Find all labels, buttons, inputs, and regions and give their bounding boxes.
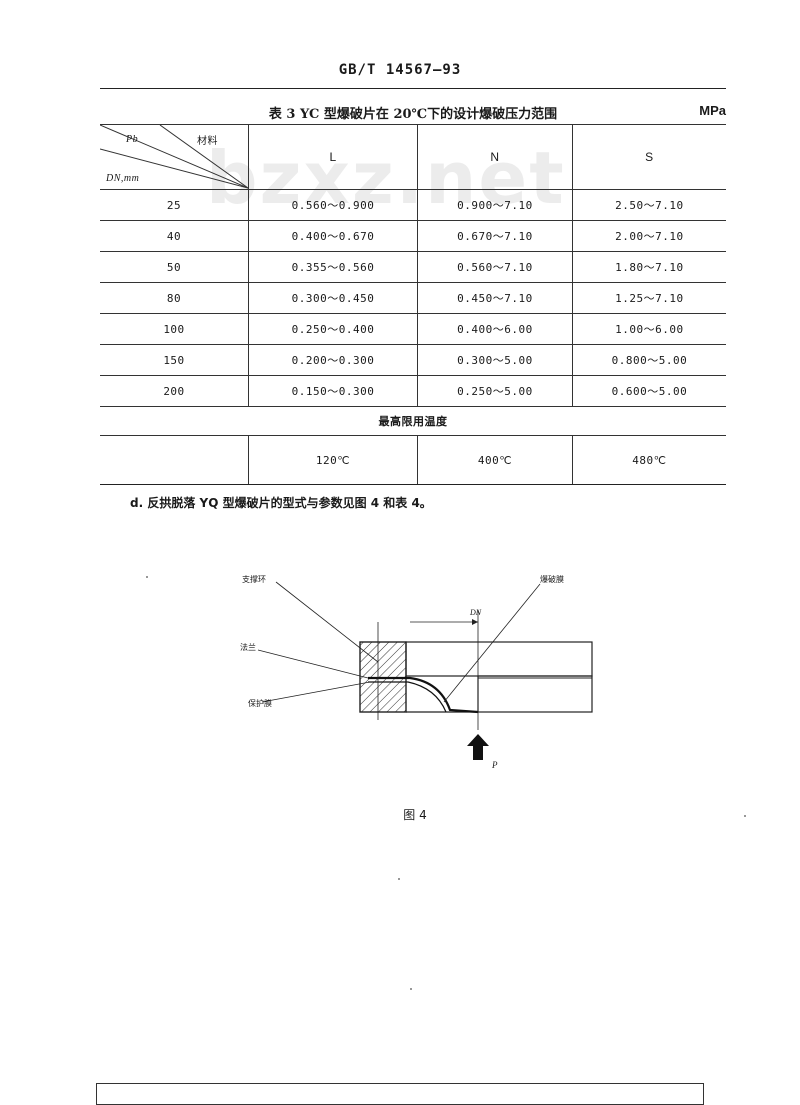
col-header-s: S xyxy=(571,124,726,190)
diag-label-material: 材料 xyxy=(197,136,218,147)
table-unit: MPa xyxy=(699,103,726,118)
l-value-cell: 0.300～0.450 xyxy=(247,282,418,314)
temp-l-cell: 120℃ xyxy=(247,435,418,485)
l-value-cell: 0.200～0.300 xyxy=(247,344,418,376)
s-value-cell: 1.25～7.10 xyxy=(571,282,726,314)
table-header-row: Pb 材料 DN,mm L N S xyxy=(100,124,726,190)
n-value-cell: 0.250～5.00 xyxy=(417,375,573,407)
label-flange: 法兰 xyxy=(240,643,256,652)
temp-s-cell: 480℃ xyxy=(571,435,726,485)
l-value-cell: 0.560～0.900 xyxy=(247,189,418,221)
n-value-cell: 0.560～7.10 xyxy=(417,251,573,283)
table-row: 50 0.355～0.560 0.560～7.10 1.80～7.10 xyxy=(100,251,726,283)
scan-speck xyxy=(398,878,400,880)
label-dn: DN xyxy=(470,608,482,617)
l-value-cell: 0.400～0.670 xyxy=(247,220,418,252)
burst-disc-assembly-drawing xyxy=(257,581,593,760)
table-caption: 表 3 YC 型爆破片在 20℃下的设计爆破压力范围 MPa xyxy=(100,103,726,122)
s-value-cell: 2.00～7.10 xyxy=(571,220,726,252)
figure-4-diagram: 支撑环 法兰 保护膜 爆破膜 DN P xyxy=(240,570,600,780)
footer-frame xyxy=(96,1083,704,1105)
label-protective-film: 保护膜 xyxy=(248,699,272,708)
table-title: 表 3 YC 型爆破片在 20℃下的设计爆破压力范围 xyxy=(268,107,558,122)
label-burst-disc: 爆破膜 xyxy=(540,575,564,584)
temperature-values-row: 120℃ 400℃ 480℃ xyxy=(100,435,726,485)
col-header-l: L xyxy=(247,124,418,190)
dn-cell: 100 xyxy=(100,313,249,345)
scan-speck xyxy=(410,988,412,990)
diag-label-dn: DN,mm xyxy=(106,173,140,184)
paragraph-d: d. 反拱脱落 YQ 型爆破片的型式与参数见图 4 和表 4。 xyxy=(130,496,432,510)
empty-cell xyxy=(100,435,249,485)
dn-cell: 150 xyxy=(100,344,249,376)
figure-caption: 图 4 xyxy=(403,808,427,822)
s-value-cell: 0.600～5.00 xyxy=(571,375,726,407)
l-value-cell: 0.250～0.400 xyxy=(247,313,418,345)
table-row: 40 0.400～0.670 0.670～7.10 2.00～7.10 xyxy=(100,220,726,252)
dn-cell: 25 xyxy=(100,189,249,221)
table-row: 100 0.250～0.400 0.400～6.00 1.00～6.00 xyxy=(100,313,726,345)
temperature-title-row: 最高限用温度 xyxy=(100,406,726,436)
temperature-title: 最高限用温度 xyxy=(100,406,726,436)
label-support-ring: 支撑环 xyxy=(242,575,266,584)
s-value-cell: 1.00～6.00 xyxy=(571,313,726,345)
standard-code-header: GB/T 14567—93 xyxy=(338,62,462,78)
n-value-cell: 0.300～5.00 xyxy=(417,344,573,376)
s-value-cell: 1.80～7.10 xyxy=(571,251,726,283)
dn-cell: 200 xyxy=(100,375,249,407)
table-row: 200 0.150～0.300 0.250～5.00 0.600～5.00 xyxy=(100,375,726,407)
n-value-cell: 0.670～7.10 xyxy=(417,220,573,252)
n-value-cell: 0.900～7.10 xyxy=(417,189,573,221)
dn-cell: 50 xyxy=(100,251,249,283)
diagonal-lines xyxy=(100,125,248,189)
table-row: 25 0.560～0.900 0.900～7.10 2.50～7.10 xyxy=(100,189,726,221)
scan-speck xyxy=(744,815,746,817)
s-value-cell: 0.800～5.00 xyxy=(571,344,726,376)
table-row: 150 0.200～0.300 0.300～5.00 0.800～5.00 xyxy=(100,344,726,376)
dn-cell: 40 xyxy=(100,220,249,252)
dn-cell: 80 xyxy=(100,282,249,314)
label-p: P xyxy=(492,760,498,770)
l-value-cell: 0.150～0.300 xyxy=(247,375,418,407)
n-value-cell: 0.400～6.00 xyxy=(417,313,573,345)
n-value-cell: 0.450～7.10 xyxy=(417,282,573,314)
col-header-n: N xyxy=(417,124,573,190)
scan-speck xyxy=(146,576,148,578)
header-rule xyxy=(100,88,726,89)
temp-n-cell: 400℃ xyxy=(417,435,573,485)
diag-label-pb: Pb xyxy=(126,134,139,145)
diagonal-header-cell: Pb 材料 DN,mm xyxy=(100,124,249,190)
l-value-cell: 0.355～0.560 xyxy=(247,251,418,283)
s-value-cell: 2.50～7.10 xyxy=(571,189,726,221)
table-row: 80 0.300～0.450 0.450～7.10 1.25～7.10 xyxy=(100,282,726,314)
burst-pressure-table: Pb 材料 DN,mm L N S 25 0.560～0.900 0.900～7… xyxy=(100,124,726,485)
